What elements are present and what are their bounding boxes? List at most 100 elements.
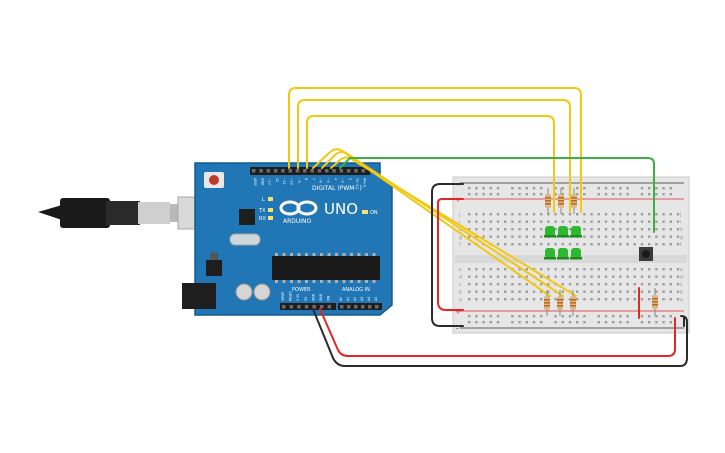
breadboard-hole[interactable] xyxy=(669,220,672,223)
breadboard-hole[interactable] xyxy=(525,228,528,231)
breadboard-hole[interactable] xyxy=(619,213,622,216)
breadboard-hole[interactable] xyxy=(612,315,615,318)
breadboard-hole[interactable] xyxy=(597,315,600,318)
header-pin[interactable] xyxy=(332,169,336,173)
resistor[interactable] xyxy=(571,188,577,214)
breadboard-hole[interactable] xyxy=(612,213,615,216)
breadboard-hole[interactable] xyxy=(669,193,672,196)
power-wire[interactable] xyxy=(319,308,676,357)
breadboard-hole[interactable] xyxy=(583,283,586,286)
breadboard-hole[interactable] xyxy=(633,290,636,293)
breadboard-hole[interactable] xyxy=(648,290,651,293)
breadboard-hole[interactable] xyxy=(547,290,550,293)
breadboard-hole[interactable] xyxy=(669,315,672,318)
breadboard-hole[interactable] xyxy=(604,290,608,293)
breadboard-hole[interactable] xyxy=(597,283,600,286)
breadboard-hole[interactable] xyxy=(612,298,615,301)
breadboard-hole[interactable] xyxy=(619,193,622,196)
breadboard-hole[interactable] xyxy=(482,290,485,293)
breadboard-hole[interactable] xyxy=(482,228,485,231)
breadboard-hole[interactable] xyxy=(669,321,672,324)
breadboard-hole[interactable] xyxy=(576,290,579,293)
breadboard-hole[interactable] xyxy=(626,275,629,278)
breadboard-hole[interactable] xyxy=(525,275,528,278)
breadboard-hole[interactable] xyxy=(626,235,629,238)
header-pin[interactable] xyxy=(303,169,307,173)
breadboard-hole[interactable] xyxy=(475,220,478,223)
breadboard-hole[interactable] xyxy=(504,213,507,216)
breadboard-hole[interactable] xyxy=(475,187,478,190)
breadboard-hole[interactable] xyxy=(518,220,521,223)
breadboard-hole[interactable] xyxy=(496,298,500,301)
breadboard-hole[interactable] xyxy=(475,275,478,278)
breadboard-hole[interactable] xyxy=(612,268,615,271)
breadboard-hole[interactable] xyxy=(511,275,514,278)
breadboard-hole[interactable] xyxy=(525,298,528,301)
breadboard-hole[interactable] xyxy=(662,268,665,271)
breadboard-hole[interactable] xyxy=(597,220,600,223)
breadboard-hole[interactable] xyxy=(612,283,615,286)
ground-wire[interactable] xyxy=(312,308,688,367)
breadboard-hole[interactable] xyxy=(504,268,507,271)
breadboard-hole[interactable] xyxy=(619,298,622,301)
breadboard-hole[interactable] xyxy=(518,228,521,231)
breadboard-hole[interactable] xyxy=(640,315,644,318)
header-pin[interactable] xyxy=(361,305,365,309)
breadboard-hole[interactable] xyxy=(669,243,672,246)
breadboard-hole[interactable] xyxy=(604,220,608,223)
breadboard-hole[interactable] xyxy=(640,213,644,216)
breadboard-hole[interactable] xyxy=(554,321,557,324)
breadboard-hole[interactable] xyxy=(540,283,543,286)
resistor[interactable] xyxy=(570,290,576,316)
breadboard-hole[interactable] xyxy=(648,193,651,196)
breadboard-hole[interactable] xyxy=(590,220,593,223)
breadboard-hole[interactable] xyxy=(511,283,514,286)
breadboard-hole[interactable] xyxy=(626,283,629,286)
breadboard-hole[interactable] xyxy=(561,321,564,324)
breadboard-hole[interactable] xyxy=(590,290,593,293)
breadboard-hole[interactable] xyxy=(518,243,521,246)
breadboard-hole[interactable] xyxy=(612,290,615,293)
header-pin[interactable] xyxy=(320,305,324,309)
breadboard-hole[interactable] xyxy=(619,283,622,286)
breadboard-hole[interactable] xyxy=(619,268,622,271)
breadboard-hole[interactable] xyxy=(532,228,536,231)
breadboard-hole[interactable] xyxy=(511,235,514,238)
breadboard-hole[interactable] xyxy=(504,283,507,286)
breadboard-hole[interactable] xyxy=(482,275,485,278)
breadboard-hole[interactable] xyxy=(540,228,543,231)
breadboard-hole[interactable] xyxy=(619,235,622,238)
ground-rail-jumper[interactable] xyxy=(431,183,464,327)
breadboard-hole[interactable] xyxy=(597,268,600,271)
breadboard-hole[interactable] xyxy=(662,283,665,286)
breadboard-hole[interactable] xyxy=(540,321,543,324)
breadboard-hole[interactable] xyxy=(576,220,579,223)
breadboard-hole[interactable] xyxy=(554,298,557,301)
breadboard-hole[interactable] xyxy=(662,243,665,246)
breadboard-hole[interactable] xyxy=(662,220,665,223)
breadboard-hole[interactable] xyxy=(619,275,622,278)
pushbutton[interactable] xyxy=(639,247,653,261)
breadboard-hole[interactable] xyxy=(540,243,543,246)
breadboard-hole[interactable] xyxy=(604,187,608,190)
breadboard-hole[interactable] xyxy=(640,275,644,278)
breadboard-hole[interactable] xyxy=(518,235,521,238)
breadboard-hole[interactable] xyxy=(475,193,478,196)
breadboard-hole[interactable] xyxy=(576,283,579,286)
breadboard-hole[interactable] xyxy=(540,235,543,238)
breadboard-hole[interactable] xyxy=(669,235,672,238)
breadboard-hole[interactable] xyxy=(612,193,615,196)
breadboard-hole[interactable] xyxy=(676,243,680,246)
breadboard-hole[interactable] xyxy=(626,220,629,223)
breadboard-hole[interactable] xyxy=(597,213,600,216)
breadboard-hole[interactable] xyxy=(496,228,500,231)
breadboard-hole[interactable] xyxy=(475,321,478,324)
breadboard-hole[interactable] xyxy=(590,275,593,278)
breadboard-hole[interactable] xyxy=(619,243,622,246)
header-pin[interactable] xyxy=(354,169,358,173)
breadboard-hole[interactable] xyxy=(540,298,543,301)
breadboard-hole[interactable] xyxy=(576,193,579,196)
breadboard-hole[interactable] xyxy=(669,290,672,293)
breadboard-hole[interactable] xyxy=(640,235,644,238)
breadboard-hole[interactable] xyxy=(496,268,500,271)
